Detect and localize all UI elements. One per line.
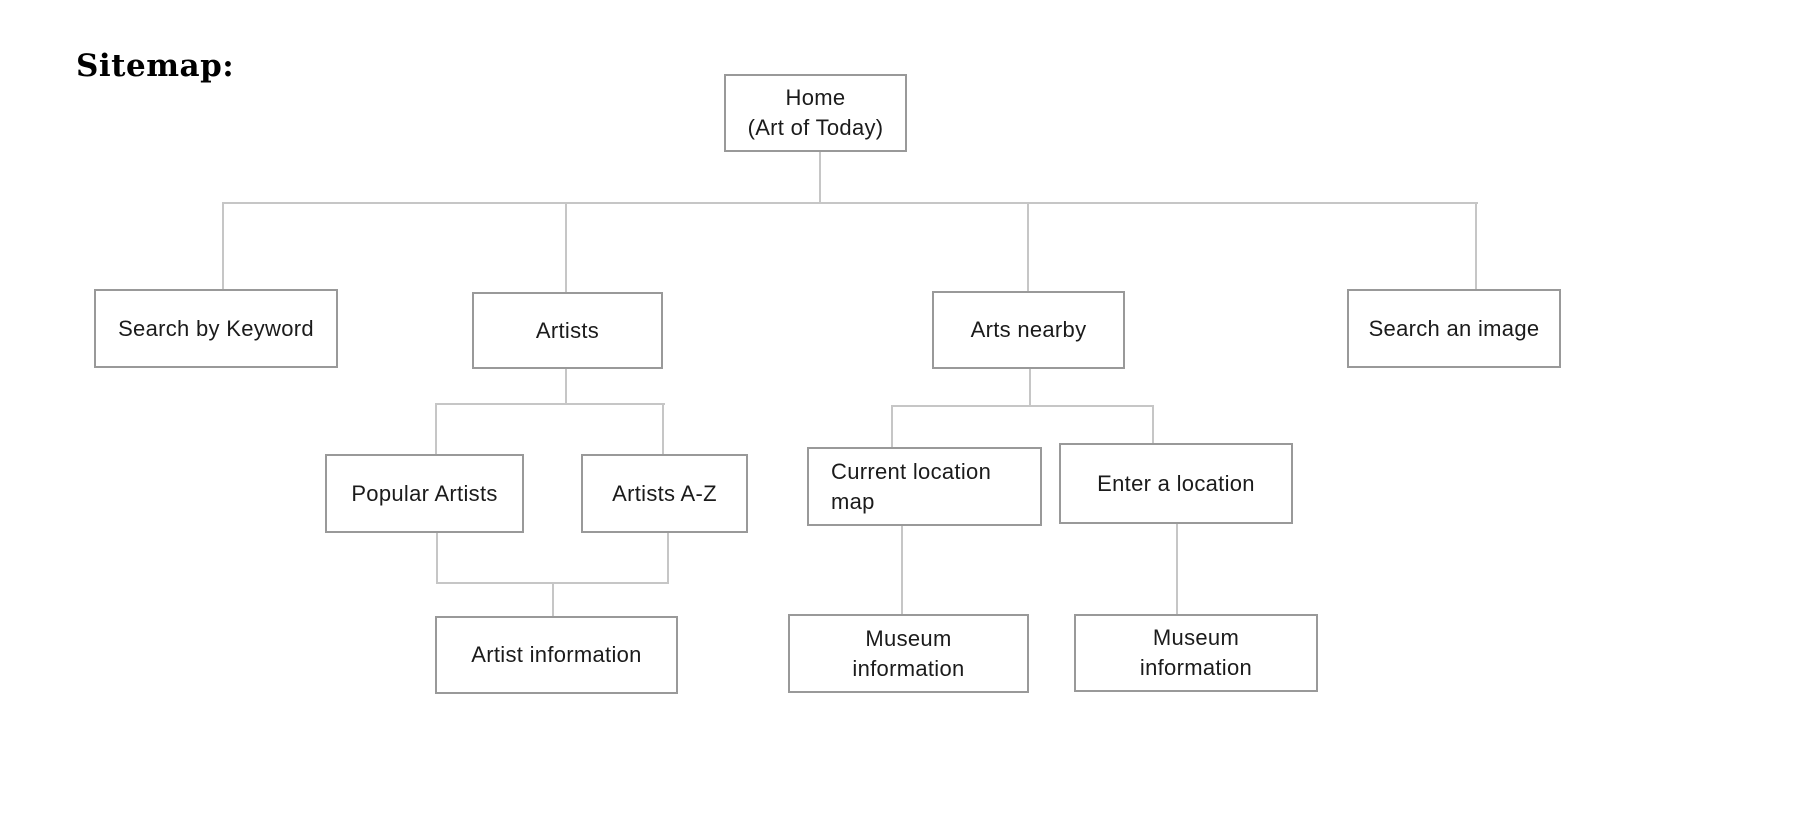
node-museum-information-1: Museum information <box>788 614 1029 693</box>
node-label: Enter a location <box>1097 470 1255 496</box>
node-label: Search by Keyword <box>118 315 314 341</box>
edge-drop-artists-az <box>662 403 664 454</box>
node-label: (Art of Today) <box>747 115 884 140</box>
node-label: information <box>852 655 965 681</box>
node-search-by-keyword: Search by Keyword <box>94 289 338 368</box>
node-current-location-map: Current location map <box>807 447 1042 526</box>
edge-drop-popular-artists <box>435 403 437 454</box>
edge-drop-arts-nearby <box>1027 202 1029 291</box>
node-artists: Artists <box>472 292 663 369</box>
node-artist-information: Artist information <box>435 616 678 694</box>
node-label: Home <box>785 85 846 110</box>
node-label: Artist information <box>471 642 642 667</box>
node-label: Arts nearby <box>970 317 1087 342</box>
edge-arts-nearby-down <box>1029 369 1031 407</box>
edge-current-location-down <box>901 526 903 614</box>
edge-drop-artists <box>565 202 567 292</box>
node-search-an-image: Search an image <box>1347 289 1561 368</box>
node-enter-a-location: Enter a location <box>1059 443 1293 524</box>
node-artists-a-z: Artists A-Z <box>581 454 748 533</box>
node-museum-information-2: Museum information <box>1074 614 1318 692</box>
edge-artists-down <box>565 369 567 405</box>
node-label: information <box>1139 655 1253 680</box>
edge-artists-branch <box>435 403 665 405</box>
node-label: Search an image <box>1368 315 1540 341</box>
edge-enter-location-down <box>1176 524 1178 614</box>
edge-drop-search-keyword <box>222 202 224 289</box>
edge-arts-nearby-branch <box>891 405 1154 407</box>
node-label: map <box>831 488 875 514</box>
edge-artists-az-down <box>667 533 669 584</box>
edge-popular-artists-down <box>436 533 438 584</box>
edge-home-down <box>819 152 821 203</box>
node-label: Artists A-Z <box>612 480 717 506</box>
node-label: Current location <box>831 458 992 484</box>
edge-drop-current-location <box>891 405 893 447</box>
node-label: Museum <box>865 625 952 651</box>
node-label: Artists <box>535 317 600 343</box>
edge-drop-enter-location <box>1152 405 1154 443</box>
node-label: Popular Artists <box>351 480 498 506</box>
edge-drop-artist-info <box>552 582 554 616</box>
edge-drop-search-image <box>1475 202 1477 289</box>
node-arts-nearby: Arts nearby <box>932 291 1125 369</box>
node-popular-artists: Popular Artists <box>325 454 524 533</box>
edge-trunk <box>222 202 1478 204</box>
node-label: Museum <box>1152 625 1240 650</box>
node-home: Home (Art of Today) <box>724 74 907 152</box>
page-title: Sitemap: <box>76 48 235 84</box>
